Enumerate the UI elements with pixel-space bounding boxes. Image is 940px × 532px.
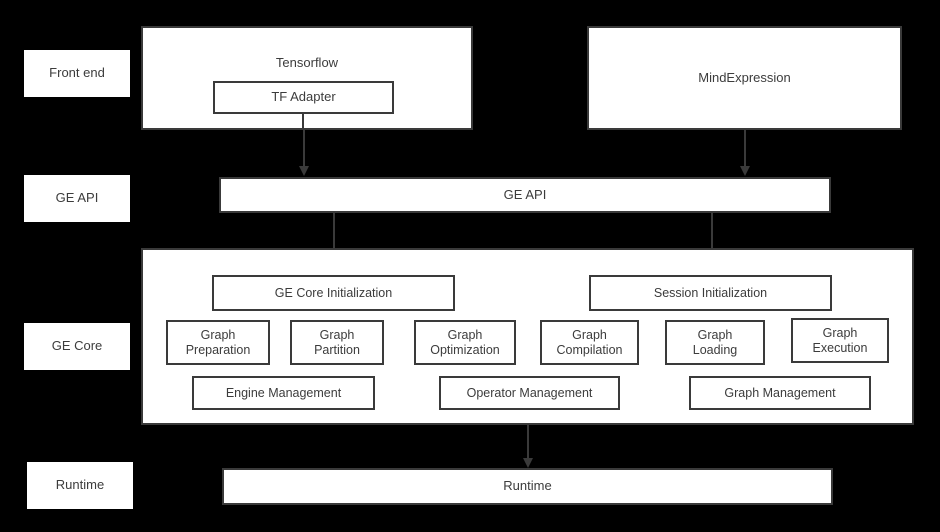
session-initialization-label: Session Initialization — [653, 285, 768, 300]
graph-compilation-box[interactable]: Graph Compilation — [540, 320, 639, 365]
stage-label-ge-core: GE Core — [24, 323, 130, 370]
session-initialization-box[interactable]: Session Initialization — [589, 275, 832, 311]
graph-execution-line1: Graph — [822, 326, 858, 341]
graph-optimization-box[interactable]: Graph Optimization — [414, 320, 516, 365]
graph-loading-line2: Loading — [692, 342, 738, 357]
arrow-shaft — [744, 130, 746, 166]
frontend-tensorflow-container: Tensorflow — [141, 26, 473, 130]
graph-compilation-line1: Graph — [572, 328, 607, 343]
graph-partition-line1: Graph — [319, 328, 355, 343]
graph-compilation-line2: Compilation — [556, 342, 623, 357]
graph-loading-line1: Graph — [697, 328, 733, 343]
graph-partition-box[interactable]: Graph Partition — [290, 320, 384, 365]
ge-api-bar-label: GE API — [503, 186, 547, 202]
ge-core-initialization-label: GE Core Initialization — [274, 285, 393, 300]
ge-core-initialization-box[interactable]: GE Core Initialization — [212, 275, 455, 311]
graph-management-box[interactable]: Graph Management — [689, 376, 871, 410]
arrow-head — [299, 166, 309, 176]
arrow-head — [740, 166, 750, 176]
tensorflow-title: Tensorflow — [275, 55, 339, 70]
graph-management-label: Graph Management — [724, 385, 836, 400]
engine-management-box[interactable]: Engine Management — [192, 376, 375, 410]
ge-api-bar[interactable]: GE API — [219, 177, 831, 213]
mindexpression-title: MindExpression — [698, 69, 791, 85]
graph-loading-box[interactable]: Graph Loading — [665, 320, 765, 365]
stage-label-runtime: Runtime — [27, 462, 133, 509]
graph-preparation-box[interactable]: Graph Preparation — [166, 320, 270, 365]
stage-label-ge-api-text: GE API — [55, 190, 99, 206]
arrow-head — [523, 458, 533, 468]
arrow-shaft — [303, 130, 305, 166]
engine-management-label: Engine Management — [225, 385, 342, 400]
graph-preparation-line2: Preparation — [185, 342, 251, 357]
operator-management-label: Operator Management — [466, 385, 593, 400]
graph-preparation-line1: Graph — [200, 328, 236, 343]
graph-optimization-line2: Optimization — [430, 342, 500, 357]
stage-label-front-end: Front end — [24, 50, 130, 97]
arrow-shaft — [711, 213, 713, 265]
tf-adapter-label: TF Adapter — [271, 89, 336, 105]
runtime-bar[interactable]: Runtime — [222, 468, 833, 505]
graph-optimization-line1: Graph — [447, 328, 483, 343]
graph-execution-line2: Execution — [812, 340, 868, 355]
stage-label-runtime-text: Runtime — [55, 477, 105, 493]
connector-tfadapter-to-container — [302, 114, 304, 130]
arrow-shaft — [333, 213, 335, 265]
frontend-mindexpression-container: MindExpression — [587, 26, 902, 130]
graph-partition-line2: Partition — [314, 342, 360, 357]
tf-adapter-box[interactable]: TF Adapter — [213, 81, 394, 114]
runtime-bar-label: Runtime — [503, 478, 552, 494]
graph-execution-box[interactable]: Graph Execution — [791, 318, 889, 363]
stage-label-front-end-text: Front end — [49, 65, 105, 81]
stage-label-ge-core-text: GE Core — [51, 338, 103, 354]
arrow-shaft — [527, 425, 529, 458]
stage-label-ge-api: GE API — [24, 175, 130, 222]
operator-management-box[interactable]: Operator Management — [439, 376, 620, 410]
